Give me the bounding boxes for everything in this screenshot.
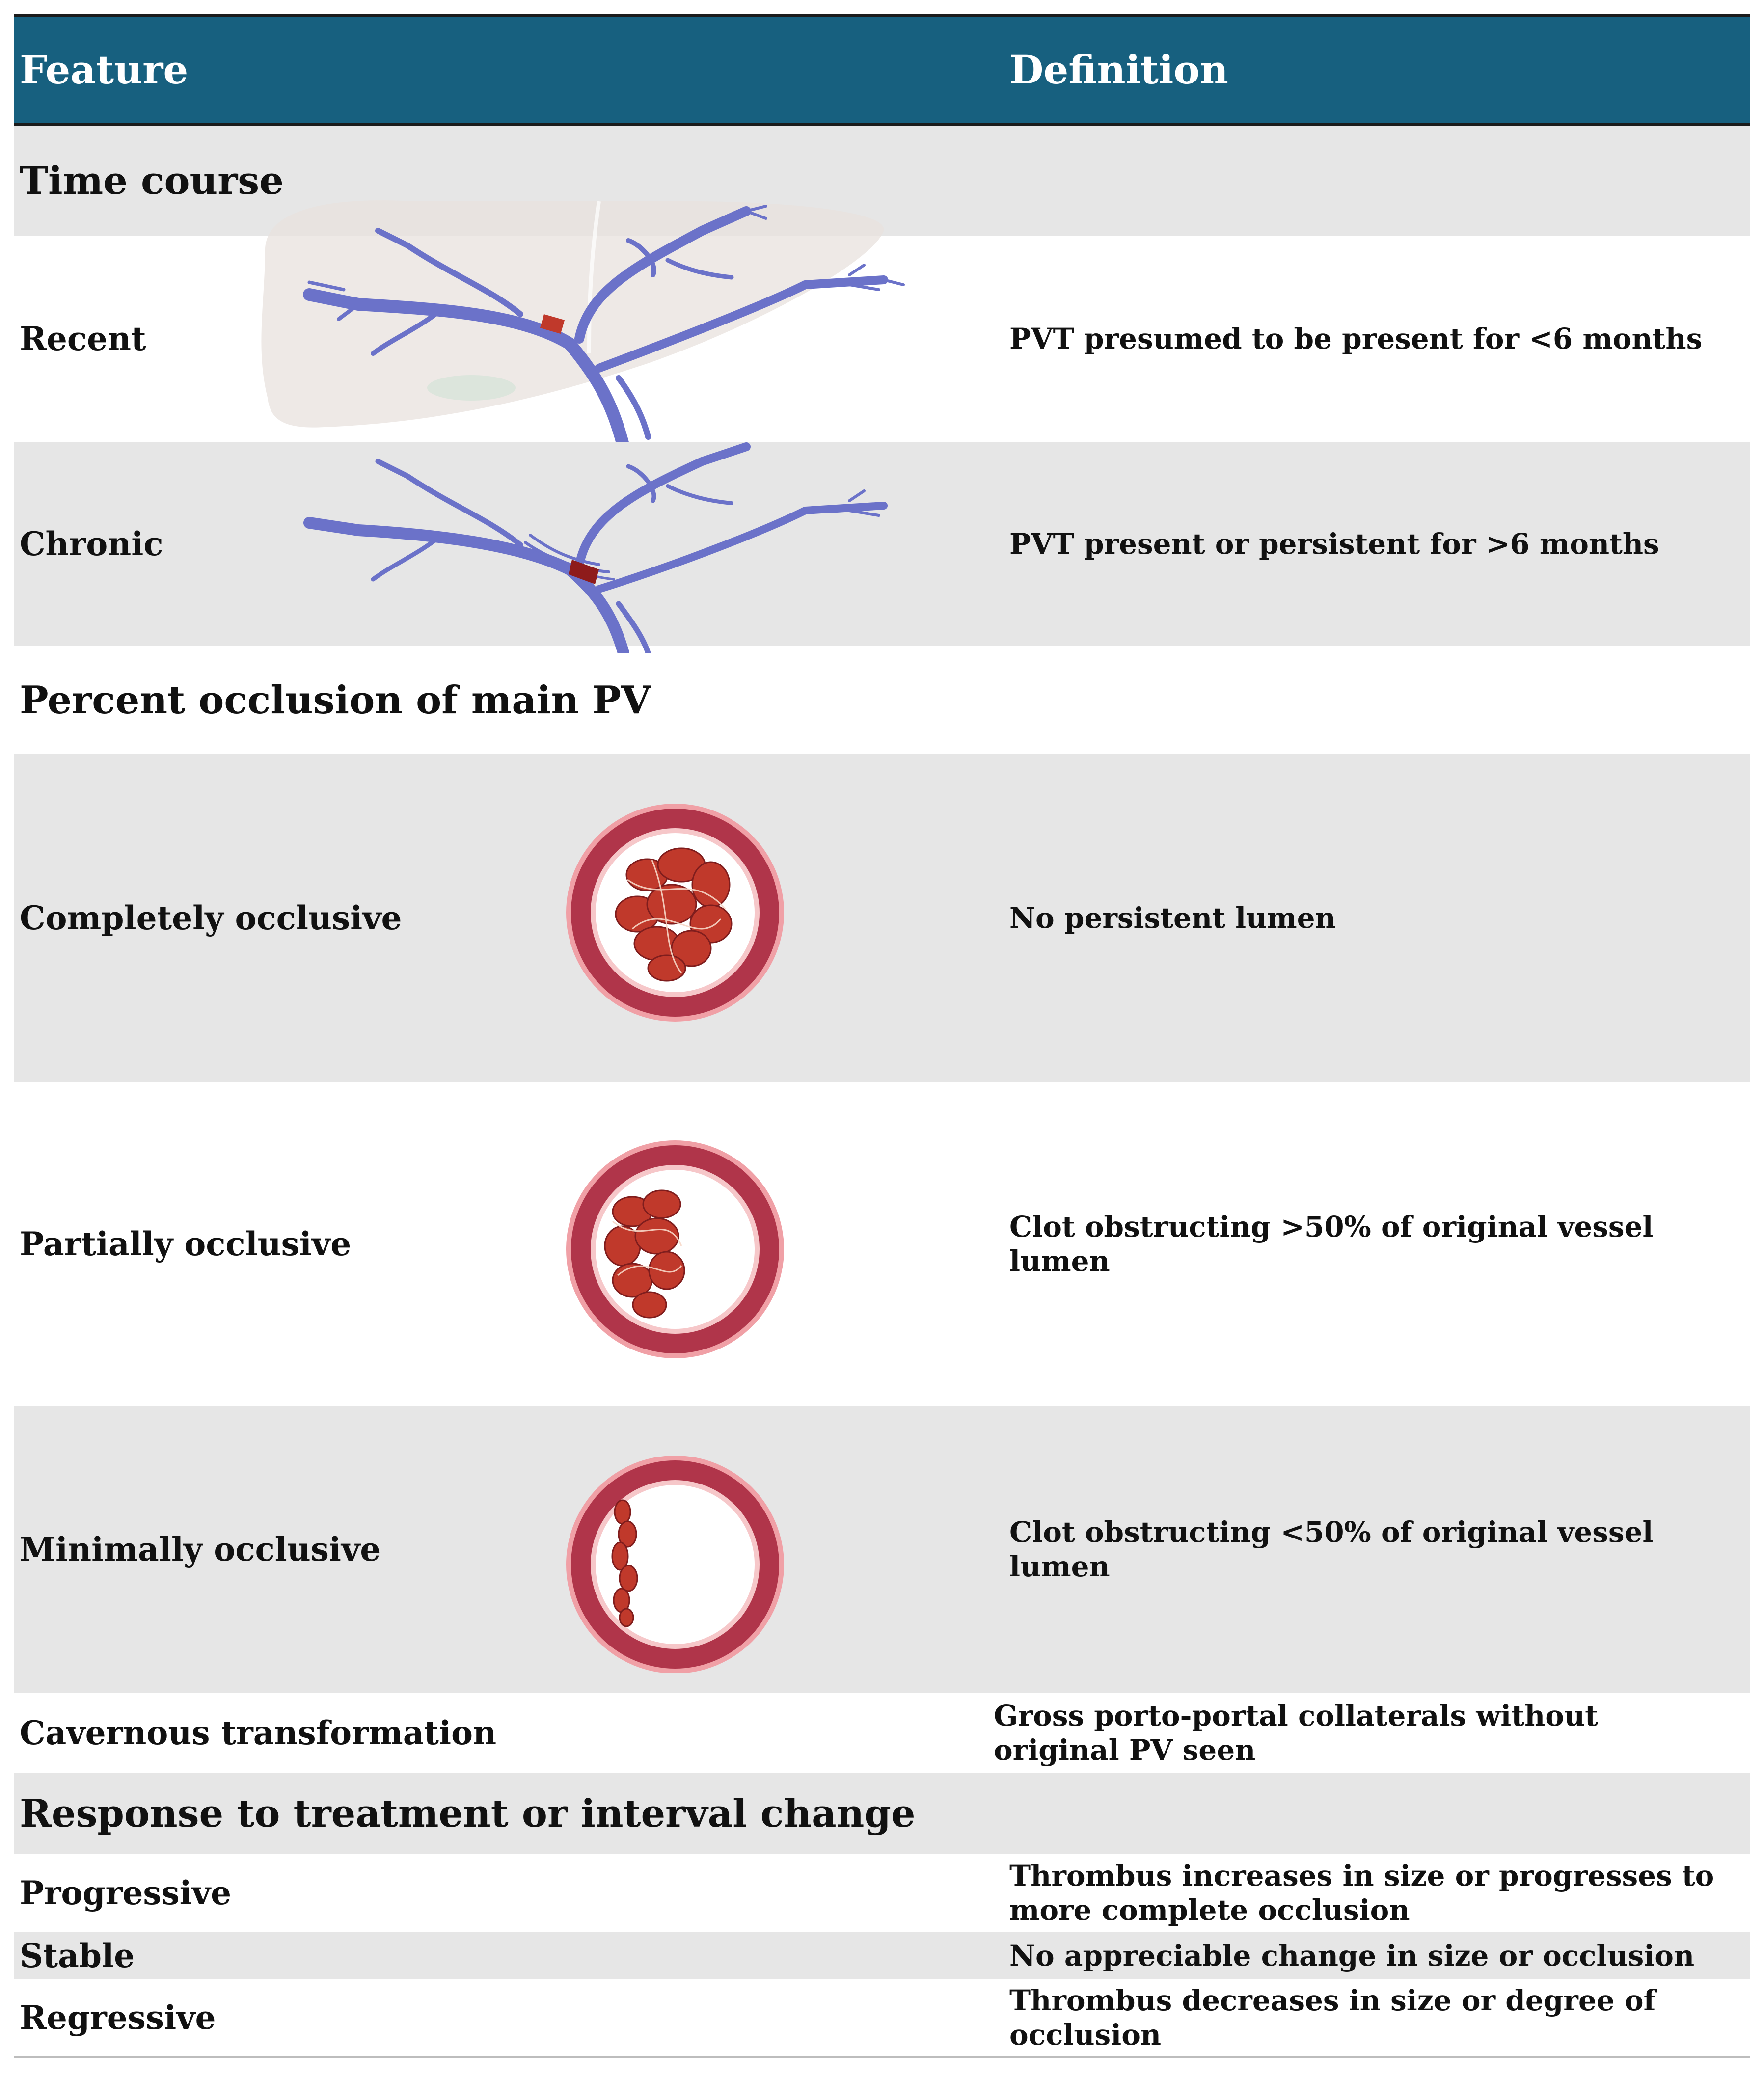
section-title: Percent occlusion of main PV (20, 677, 651, 723)
clot-segment (569, 560, 599, 584)
section-time-course: Time course (14, 126, 1750, 236)
chronic-portal-vein-illustration (303, 442, 888, 653)
clot-segment (540, 314, 565, 334)
table-row-recent: Recent PVT presumed to be present for <6… (14, 236, 1750, 442)
definition-text: PVT present or persistent for >6 months (1009, 527, 1659, 561)
table-row-complete: Completely occlusive No persistent lumen (14, 754, 1750, 1082)
table-row-stable: Stable No appreciable change in size or … (14, 1932, 1750, 1979)
table-row-cavernous: Cavernous transformation Gross porto-por… (14, 1693, 1750, 1773)
table-bottom-rule (14, 2056, 1750, 2058)
vessel-minimal-occlusion-icon (566, 1456, 784, 1673)
header-definition: Definition (1009, 47, 1228, 93)
definition-text: Thrombus increases in size or progresses… (1009, 1859, 1714, 1927)
feature-label: Chronic (20, 525, 163, 563)
section-title: Response to treatment or interval change (20, 1791, 916, 1836)
definition-text: PVT presumed to be present for <6 months (1009, 322, 1703, 355)
table-row-regressive: Regressive Thrombus decreases in size or… (14, 1979, 1750, 2056)
definition-text: No persistent lumen (1009, 901, 1336, 935)
definition-text: Gross porto-portal collaterals without o… (994, 1699, 1598, 1767)
definition-text: Clot obstructing <50% of original vessel… (1009, 1515, 1654, 1583)
liver-silhouette (261, 200, 884, 428)
vessel-partial-occlusion-icon (566, 1140, 784, 1358)
table-row-minimal: Minimally occlusive Clot obstructing <50… (14, 1406, 1750, 1693)
definition-text: Clot obstructing >50% of original vessel… (1009, 1210, 1654, 1278)
definition-text: Thrombus decreases in size or degree of … (1009, 1984, 1656, 2051)
feature-label: Minimally occlusive (20, 1530, 381, 1568)
feature-label: Stable (20, 1937, 135, 1975)
definition-text: No appreciable change in size or occlusi… (1009, 1939, 1695, 1972)
table-row-partial: Partially occlusive Clot obstructing >50… (14, 1082, 1750, 1406)
vessel-complete-occlusion-icon (566, 804, 784, 1022)
feature-label: Progressive (20, 1874, 232, 1912)
feature-label: Cavernous transformation (20, 1714, 497, 1752)
table-header: Feature Definition (14, 14, 1750, 126)
table-row-progressive: Progressive Thrombus increases in size o… (14, 1854, 1750, 1932)
section-response: Response to treatment or interval change (14, 1773, 1750, 1854)
section-percent-occlusion: Percent occlusion of main PV (14, 646, 1750, 754)
feature-label: Regressive (20, 1998, 216, 2037)
section-title: Time course (20, 158, 284, 203)
liver-portal-vein-illustration (261, 200, 905, 442)
header-feature: Feature (20, 47, 189, 93)
feature-label: Recent (20, 320, 146, 358)
feature-label: Partially occlusive (20, 1225, 352, 1263)
feature-label: Completely occlusive (20, 899, 402, 937)
table-row-chronic: Chronic PVT present or persistent for >6… (14, 442, 1750, 646)
